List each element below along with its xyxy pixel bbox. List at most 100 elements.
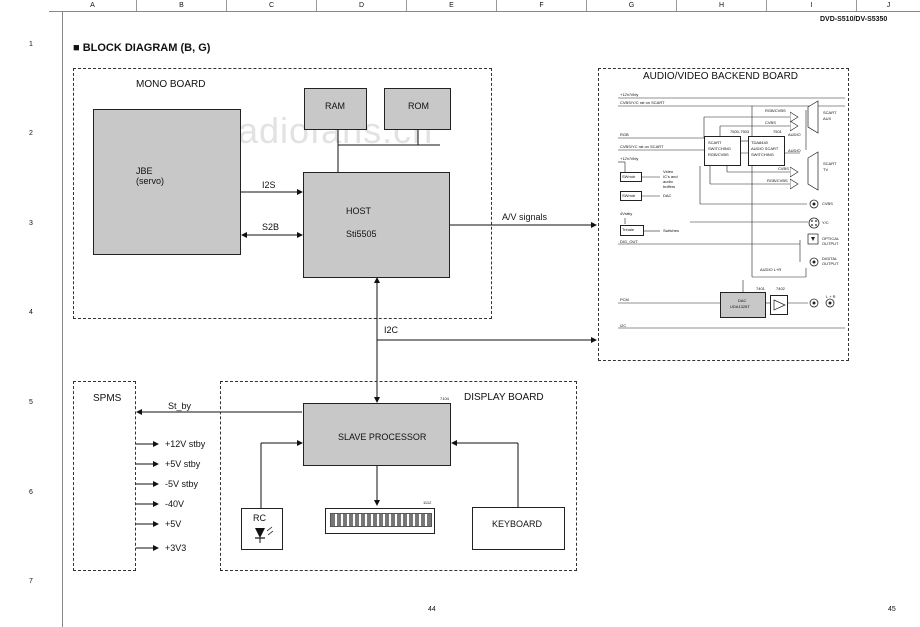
audio-switching-block xyxy=(748,136,785,166)
audio-label: AUDIO xyxy=(788,148,801,153)
row-label: 2 xyxy=(29,130,33,137)
video-note: audio xyxy=(663,179,673,184)
column-label: F xyxy=(497,0,587,11)
video-note: buffers xyxy=(663,184,676,189)
video-note: IC's and xyxy=(663,174,678,179)
rom-block xyxy=(384,88,451,130)
switch-block-2 xyxy=(620,191,642,201)
switch-block-3 xyxy=(620,225,644,236)
spms-output: -40V xyxy=(165,499,185,509)
vbly-label: 4Vstby xyxy=(620,211,633,216)
i2c-label: I2C xyxy=(384,325,399,335)
host-label: HOST xyxy=(346,206,372,216)
ref-7500: 7500-7503 xyxy=(730,129,750,134)
spms-label: SPMS xyxy=(93,393,122,404)
rgb-cvbs-label: RGB/CVBS xyxy=(765,108,786,113)
scart-tv-label: TV xyxy=(823,167,829,172)
spms-output: +12V stby xyxy=(165,439,206,449)
row-label: 4 xyxy=(29,309,33,316)
display-board-label: DISPLAY BOARD xyxy=(464,392,544,403)
mono-board xyxy=(73,68,492,319)
scart-aux-label: AUX xyxy=(823,116,832,121)
audio-switch-label: TDA8440 xyxy=(751,140,768,145)
cvbs-label: CVBS xyxy=(778,166,789,171)
jbe-label: JBE xyxy=(136,166,153,176)
scart-tv-label: SCART xyxy=(823,161,837,166)
av-signal-in: +12V/Vbly xyxy=(620,156,639,161)
column-label: J xyxy=(886,2,891,9)
s2b-label: S2B xyxy=(262,222,280,232)
yc-out-label: Y/C xyxy=(822,220,829,225)
switch-label: SWmdr xyxy=(622,174,636,179)
row-label: 6 xyxy=(29,489,33,496)
keyboard-label: KEYBOARD xyxy=(492,519,543,529)
spms-board xyxy=(73,381,136,571)
spms-output: +5V stby xyxy=(165,459,201,469)
column-label: E xyxy=(407,0,497,11)
page-number-left: 44 xyxy=(428,606,436,613)
host-chip-label: Sti5505 xyxy=(346,229,377,239)
optical-label: OUTPUT xyxy=(822,241,839,246)
ref-7401: 7401 xyxy=(756,286,765,291)
keyboard-block xyxy=(472,507,565,550)
row-ruler xyxy=(62,11,63,627)
ir-receiver-icon xyxy=(255,526,274,543)
output-connectors xyxy=(807,199,835,308)
column-label: H xyxy=(677,0,767,11)
display-ref-1112: 1112 xyxy=(423,500,432,505)
av-board-label: AUDIO/VIDEO BACKEND BOARD xyxy=(643,71,799,82)
jbe-block xyxy=(93,109,241,255)
rc-label: RC xyxy=(253,513,266,523)
page-title: ■ BLOCK DIAGRAM (B, G) xyxy=(73,42,211,54)
row-label: 3 xyxy=(29,220,33,227)
cvbs-label: CVBS xyxy=(765,120,776,125)
model-number: DVD-S510/DV-S5350 xyxy=(820,16,888,23)
digital-label: DIGITAL xyxy=(822,256,838,261)
av-signal-in: +12V/Vbly xyxy=(620,92,639,97)
audio-switch-label: AUDIO SCART xyxy=(751,146,779,151)
rgb-cvbs-label: RGB/CVBS xyxy=(767,178,788,183)
ram-block xyxy=(304,88,367,130)
vfd-segments xyxy=(330,513,432,527)
display-board xyxy=(220,381,577,571)
mono-board-label: MONO BOARD xyxy=(136,79,206,90)
column-label: A xyxy=(49,0,137,11)
column-ruler: A B C D E F G H I J xyxy=(49,0,920,12)
spms-output: -5V stby xyxy=(165,479,199,489)
scart-switch-label: SWITCHING xyxy=(708,146,731,151)
row-label: 7 xyxy=(29,578,33,585)
pcm-label: PCM xyxy=(620,297,629,302)
row-label: 5 xyxy=(29,399,33,406)
column-label: C xyxy=(227,0,317,11)
scart-aux-connector xyxy=(807,100,819,134)
amp-icon xyxy=(773,299,786,311)
av-backend-board xyxy=(598,68,849,361)
display-ref-7104: 7104 xyxy=(440,396,449,401)
video-note: Video xyxy=(663,169,674,174)
ref-7402: 7402 xyxy=(776,286,785,291)
audio-lr-label: AUDIO L+R xyxy=(760,267,782,272)
host-block xyxy=(303,172,450,278)
audio-label: AUDIO xyxy=(788,132,801,137)
av-signal-in: CVBS/Y/C rat on SCART xyxy=(620,100,665,105)
row-label: 1 xyxy=(29,41,33,48)
page-number-right: 45 xyxy=(888,606,896,613)
dig-out-label: DIG_OUT xyxy=(620,239,638,244)
buffer-amps xyxy=(790,111,799,190)
st-by-label: St_by xyxy=(168,401,192,411)
switches-label: Switches xyxy=(663,228,680,233)
dac-block xyxy=(720,292,766,318)
jbe-sub-label: (servo) xyxy=(136,176,165,186)
i2s-label: I2S xyxy=(262,180,276,190)
rom-label: ROM xyxy=(408,101,429,111)
slave-processor-block xyxy=(303,403,451,466)
switch-label: Trinale xyxy=(622,227,635,232)
dac-small-label: DAC xyxy=(663,193,672,198)
column-label: D xyxy=(317,0,407,11)
i2c-in-label: I2C xyxy=(620,323,627,328)
av-signal-in: CVBS/YC rat on SCART xyxy=(620,144,664,149)
column-label: I xyxy=(767,0,857,11)
scart-switching-block xyxy=(704,136,741,166)
dac-label: UDA1328T xyxy=(730,304,750,309)
